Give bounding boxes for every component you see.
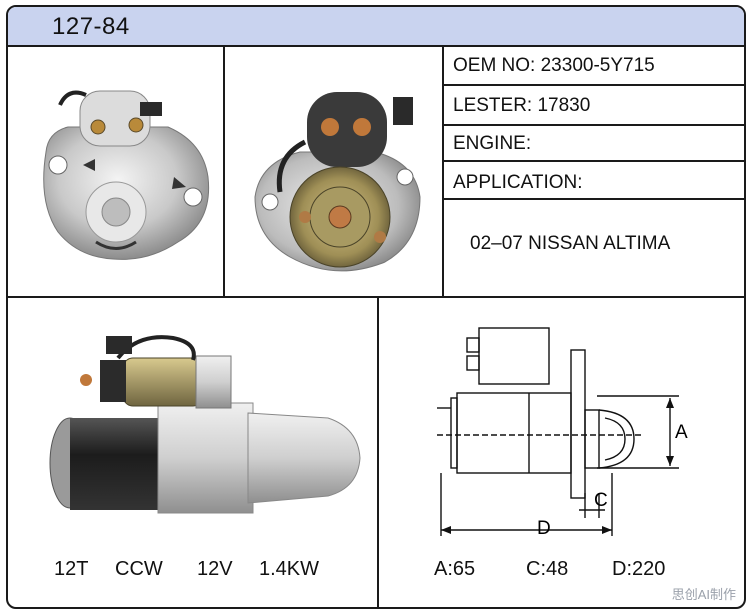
row-divider	[8, 296, 744, 298]
starter-side-photo	[8, 298, 377, 538]
lester-number: LESTER: 17830	[453, 95, 591, 116]
spec-voltage: 12V	[197, 558, 233, 580]
spec-teeth: 12T	[54, 558, 89, 580]
part-number: 127-84	[52, 13, 130, 40]
application-value: 02–07 NISSAN ALTIMA	[470, 233, 671, 254]
col-divider-1	[223, 45, 225, 296]
dimension-d-letter: D	[537, 518, 551, 538]
info-divider	[442, 198, 744, 200]
spec-rotation: CCW	[115, 558, 163, 580]
application-label: APPLICATION:	[453, 172, 583, 193]
dimension-drawing: A C D	[379, 298, 744, 539]
spec-power: 1.4KW	[259, 558, 320, 580]
starter-rear-photo	[225, 47, 442, 296]
dimension-c-letter: C	[594, 490, 608, 511]
dimension-c: C:48	[526, 558, 569, 580]
engine-label: ENGINE:	[453, 133, 532, 154]
info-divider	[442, 124, 744, 126]
dimension-a-letter: A	[675, 422, 688, 443]
col-divider-2	[442, 45, 444, 296]
dimension-a: A:65	[434, 558, 476, 580]
info-divider	[442, 160, 744, 162]
col-divider-bottom	[377, 296, 379, 607]
starter-front-photo	[8, 47, 223, 296]
info-divider	[442, 84, 744, 86]
dimension-d: D:220	[612, 558, 666, 580]
product-card: 127-84 OEM NO: 23300-5Y715 LESTER: 17830…	[6, 5, 746, 609]
oem-number: OEM NO: 23300-5Y715	[453, 55, 655, 76]
header-bar: 127-84	[8, 7, 744, 47]
watermark: 思创AI制作	[671, 587, 736, 602]
